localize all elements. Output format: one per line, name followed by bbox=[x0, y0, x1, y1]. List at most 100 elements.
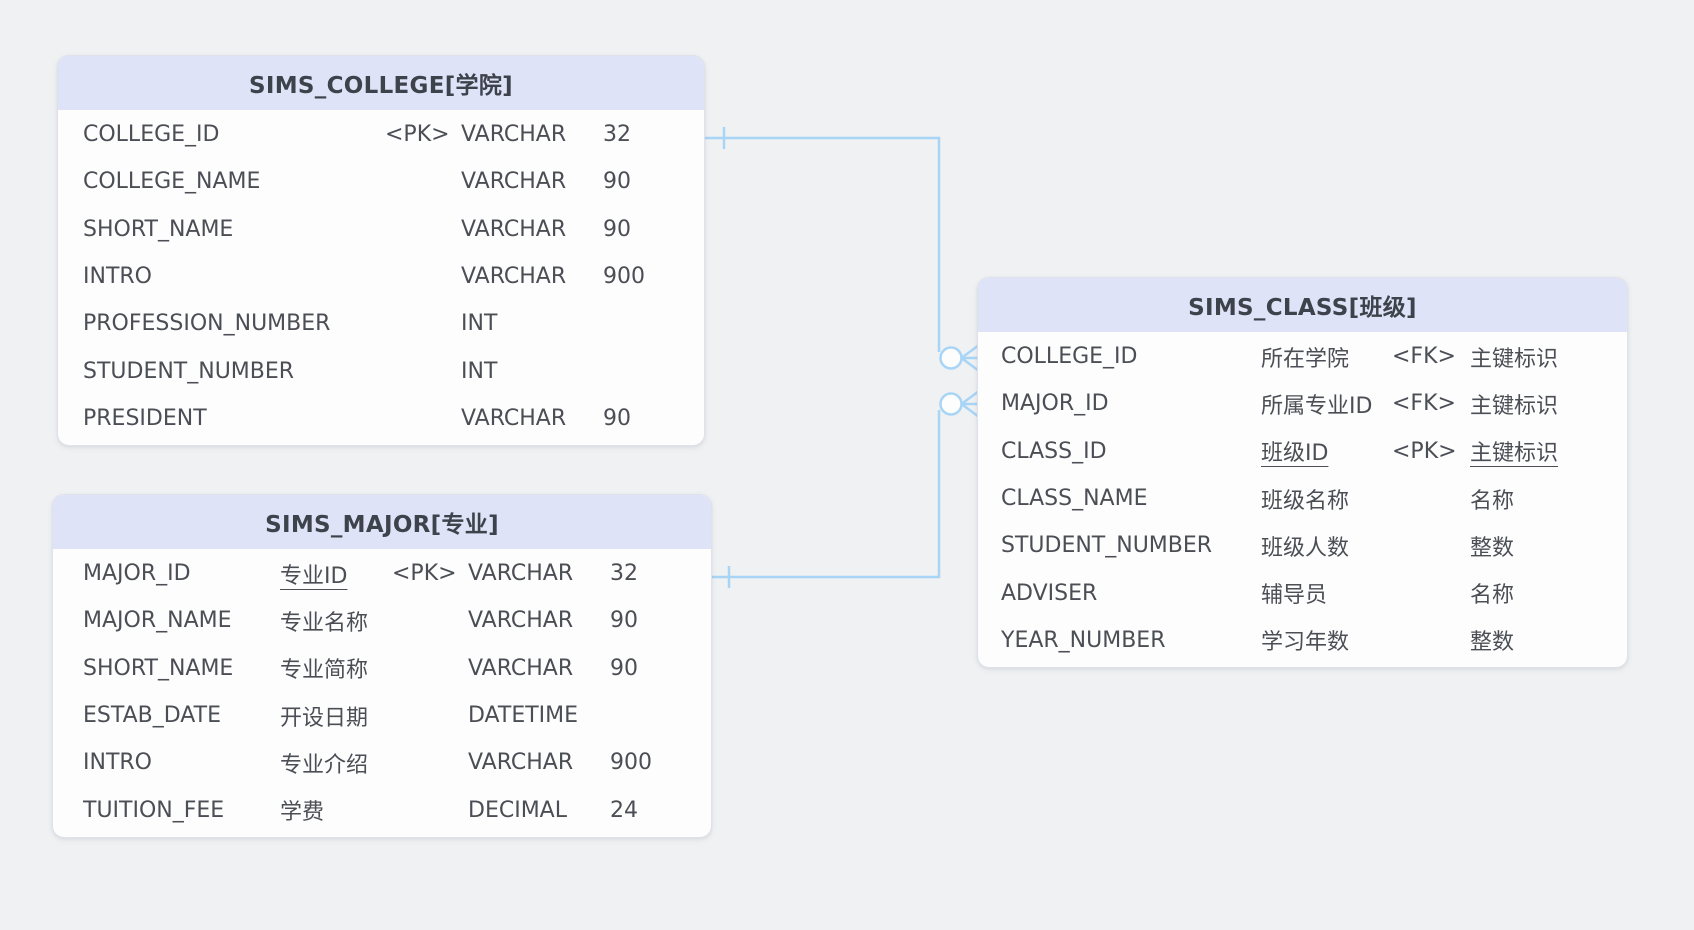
field-size: 900 bbox=[603, 264, 645, 290]
field-key: <PK> bbox=[385, 122, 450, 148]
field-name: TUITION_FEE bbox=[83, 797, 225, 823]
field-type: VARCHAR bbox=[461, 264, 567, 290]
field-name: ADVISER bbox=[1001, 580, 1098, 606]
field-name: MAJOR_ID bbox=[83, 561, 191, 587]
field-size: 32 bbox=[603, 122, 631, 148]
field-name: COLLEGE_NAME bbox=[83, 169, 261, 195]
table-header[interactable]: SIMS_MAJOR[专业] bbox=[53, 495, 711, 549]
field-comment: 专业ID bbox=[280, 563, 348, 589]
field-type: 主键标识 bbox=[1470, 346, 1559, 372]
field-row-year_number[interactable]: YEAR_NUMBER 学习年数 整数 bbox=[978, 617, 1627, 664]
field-type: DATETIME bbox=[468, 703, 579, 729]
field-type: VARCHAR bbox=[468, 655, 574, 681]
field-name: COLLEGE_ID bbox=[83, 122, 220, 148]
relation-line bbox=[705, 136, 941, 352]
field-name: SHORT_NAME bbox=[83, 216, 234, 242]
field-name: PROFESSION_NUMBER bbox=[83, 311, 331, 337]
field-name: STUDENT_NUMBER bbox=[1001, 533, 1213, 559]
field-type: 整数 bbox=[1470, 630, 1515, 656]
field-name: ESTAB_DATE bbox=[83, 703, 221, 729]
field-comment: 专业介绍 bbox=[280, 752, 369, 778]
field-row-college_id[interactable]: COLLEGE_ID <PK> VARCHAR 32 bbox=[58, 111, 704, 158]
field-row-profession_number[interactable]: PROFESSION_NUMBER INT bbox=[58, 300, 704, 347]
entity-table-sims-college[interactable]: SIMS_COLLEGE[学院] COLLEGE_ID <PK> VARCHAR 32… bbox=[57, 55, 705, 447]
field-name: CLASS_NAME bbox=[1001, 486, 1148, 512]
field-name: STUDENT_NUMBER bbox=[83, 358, 295, 384]
field-size: 24 bbox=[610, 797, 638, 823]
table-title: SIMS_COLLEGE[学院] bbox=[249, 73, 513, 99]
field-name: CLASS_ID bbox=[1001, 438, 1107, 464]
table-header[interactable]: SIMS_COLLEGE[学院] bbox=[58, 56, 704, 110]
table-title: SIMS_MAJOR[专业] bbox=[265, 512, 499, 538]
field-row-short_name[interactable]: SHORT_NAME VARCHAR 90 bbox=[58, 206, 704, 253]
field-comment: 所在学院 bbox=[1261, 346, 1350, 372]
field-type: 名称 bbox=[1470, 488, 1515, 514]
field-key: <PK> bbox=[1392, 438, 1457, 464]
field-size: 90 bbox=[610, 655, 638, 681]
field-key: <FK> bbox=[1392, 391, 1456, 417]
field-name: INTRO bbox=[83, 264, 152, 290]
field-type: 名称 bbox=[1470, 583, 1515, 609]
relation-college-class[interactable] bbox=[705, 127, 980, 373]
field-comment: 班级ID bbox=[1261, 441, 1329, 467]
field-row-adviser[interactable]: ADVISER 辅导员 名称 bbox=[978, 569, 1627, 616]
zero-cardinality-circle-icon bbox=[939, 392, 963, 416]
field-row-student_number[interactable]: STUDENT_NUMBER 班级人数 整数 bbox=[978, 522, 1627, 569]
field-name: YEAR_NUMBER bbox=[1001, 627, 1166, 653]
field-name: MAJOR_ID bbox=[1001, 391, 1109, 417]
field-key: <FK> bbox=[1392, 344, 1456, 370]
field-row-major_name[interactable]: MAJOR_NAME 专业名称 VARCHAR 90 bbox=[53, 597, 711, 644]
field-type: INT bbox=[461, 311, 498, 337]
field-comment: 开设日期 bbox=[280, 705, 369, 731]
field-row-college_id[interactable]: COLLEGE_ID 所在学院 <FK> 主键标识 bbox=[978, 333, 1627, 380]
field-name: COLLEGE_ID bbox=[1001, 344, 1138, 370]
field-comment: 学习年数 bbox=[1261, 630, 1350, 656]
field-row-class_id[interactable]: CLASS_ID 班级ID <PK> 主键标识 bbox=[978, 428, 1627, 475]
field-type: VARCHAR bbox=[461, 405, 567, 431]
field-size: 90 bbox=[603, 169, 631, 195]
table-field-list: COLLEGE_ID 所在学院 <FK> 主键标识 MAJOR_ID 所属专业ID <FK>… bbox=[978, 332, 1627, 667]
field-type: 主键标识 bbox=[1470, 441, 1559, 467]
field-comment: 辅导员 bbox=[1261, 583, 1328, 609]
relation-major-class[interactable] bbox=[711, 389, 980, 588]
field-comment: 专业名称 bbox=[280, 610, 369, 636]
field-type: DECIMAL bbox=[468, 797, 567, 823]
table-header[interactable]: SIMS_CLASS[班级] bbox=[978, 278, 1627, 332]
entity-table-sims-class[interactable]: SIMS_CLASS[班级] COLLEGE_ID 所在学院 <FK> 主键标识 MAJ… bbox=[977, 277, 1628, 669]
field-row-intro[interactable]: INTRO VARCHAR 900 bbox=[58, 253, 704, 300]
table-title: SIMS_CLASS[班级] bbox=[1188, 295, 1417, 321]
zero-cardinality-circle-icon bbox=[939, 346, 963, 370]
field-type: VARCHAR bbox=[468, 561, 574, 587]
field-size: 32 bbox=[610, 561, 638, 587]
field-type: VARCHAR bbox=[468, 608, 574, 634]
field-name: INTRO bbox=[83, 750, 152, 776]
field-comment: 班级人数 bbox=[1261, 535, 1350, 561]
field-name: MAJOR_NAME bbox=[83, 608, 232, 634]
entity-table-sims-major[interactable]: SIMS_MAJOR[专业] MAJOR_ID 专业ID <PK> VARCHAR 32… bbox=[52, 494, 712, 838]
field-size: 90 bbox=[603, 405, 631, 431]
field-comment: 所属专业ID bbox=[1261, 393, 1373, 419]
field-comment: 学费 bbox=[280, 800, 325, 826]
field-row-major_id[interactable]: MAJOR_ID 专业ID <PK> VARCHAR 32 bbox=[53, 550, 711, 597]
field-row-president[interactable]: PRESIDENT VARCHAR 90 bbox=[58, 395, 704, 442]
field-comment: 班级名称 bbox=[1261, 488, 1350, 514]
field-size: 90 bbox=[603, 216, 631, 242]
field-type: 整数 bbox=[1470, 535, 1515, 561]
field-row-tuition_fee[interactable]: TUITION_FEE 学费 DECIMAL 24 bbox=[53, 786, 711, 833]
field-row-class_name[interactable]: CLASS_NAME 班级名称 名称 bbox=[978, 475, 1627, 522]
field-name: PRESIDENT bbox=[83, 405, 207, 431]
field-row-estab_date[interactable]: ESTAB_DATE 开设日期 DATETIME bbox=[53, 692, 711, 739]
field-type: VARCHAR bbox=[461, 216, 567, 242]
field-key: <PK> bbox=[392, 561, 457, 587]
field-type: VARCHAR bbox=[461, 122, 567, 148]
field-name: SHORT_NAME bbox=[83, 655, 234, 681]
field-size: 90 bbox=[610, 608, 638, 634]
